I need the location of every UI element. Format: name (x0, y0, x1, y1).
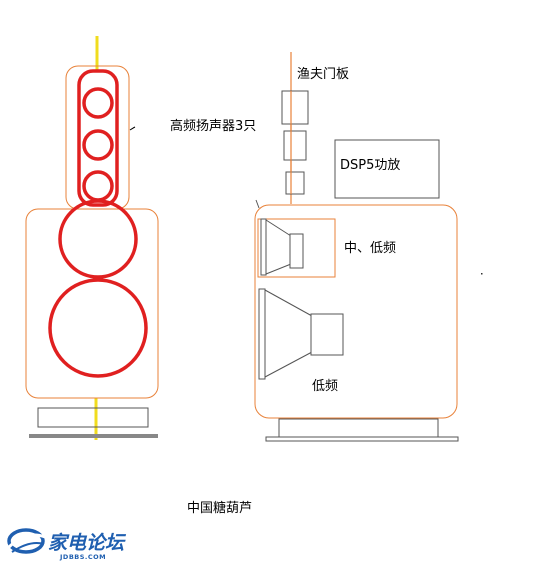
cabinet-corner-tick (255, 199, 260, 209)
left-speaker-tower (25, 36, 159, 440)
low-driver (258, 288, 344, 380)
mid-woofer (58, 199, 138, 279)
label-dsp-amp: DSP5功放 (340, 158, 400, 173)
door-panel-box-1 (281, 90, 309, 125)
right-speaker-assembly (254, 52, 483, 442)
caption: 中国糖葫芦 (187, 500, 252, 516)
tweeter-frame (77, 69, 119, 207)
dsp-amp-box (334, 139, 440, 199)
watermark-url: JDBBS.COM (59, 553, 106, 561)
right-cabinet (254, 204, 458, 419)
door-panel-box-3 (285, 171, 305, 195)
label-mid-low: 中、低频 (344, 241, 396, 256)
tweeter-1 (82, 87, 114, 119)
tweeter-2 (82, 129, 114, 161)
watermark-logo: 家电论坛 JDBBS.COM (6, 528, 127, 561)
mid-low-driver (260, 218, 304, 276)
mid-low-housing (257, 218, 336, 278)
watermark-swoosh-icon (7, 528, 45, 554)
label-low: 低频 (312, 379, 338, 394)
door-panel-box-2 (283, 130, 307, 161)
bass-woofer (48, 278, 148, 378)
stray-dot (481, 273, 483, 275)
woofer-enclosure (25, 208, 159, 399)
label-tweeter: 高频扬声器3只 (170, 118, 256, 134)
label-fisherman-door: 渔夫门板 (297, 67, 349, 82)
tweeter-leader (129, 126, 136, 131)
right-floor-bar (265, 436, 459, 442)
left-base-plinth (37, 407, 149, 428)
tweeter-3 (82, 170, 114, 202)
right-base-plinth (278, 418, 439, 438)
watermark-name: 家电论坛 (48, 532, 127, 554)
